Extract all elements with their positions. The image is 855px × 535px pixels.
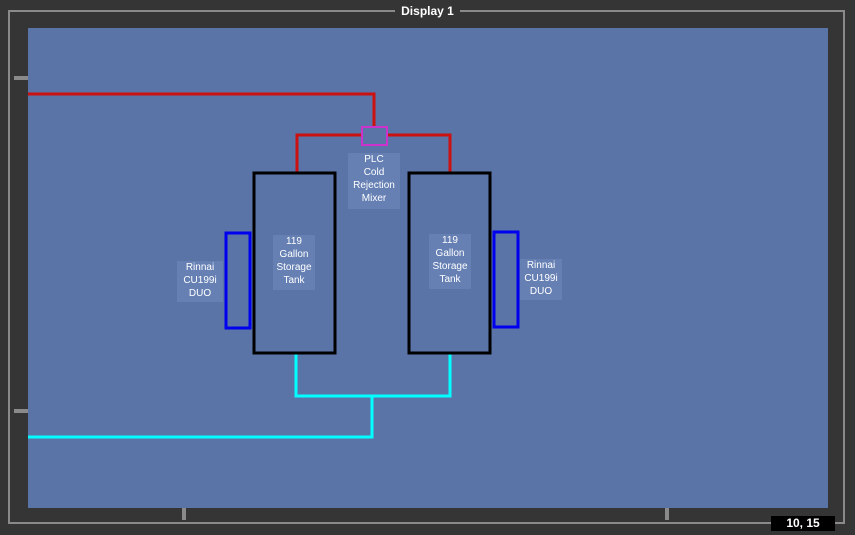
- cold-line-tanks[interactable]: [294, 354, 452, 398]
- storage-tank-left[interactable]: [252, 171, 337, 355]
- mixer-label: PLC Cold Rejection Mixer: [348, 153, 400, 209]
- tank-left-label: 119 Gallon Storage Tank: [273, 235, 315, 290]
- cold-supply-line[interactable]: [28, 396, 374, 439]
- title-bar: Display 1: [0, 2, 855, 20]
- window-title: Display 1: [395, 2, 460, 20]
- mixer-valve[interactable]: [361, 126, 388, 146]
- heater-left-label: Rinnai CU199i DUO: [177, 261, 223, 302]
- left-tick-bottom: [14, 409, 28, 413]
- tank-right-label: 119 Gallon Storage Tank: [429, 234, 471, 289]
- heater-right-label: Rinnai CU199i DUO: [520, 259, 562, 300]
- hot-line-left-tank[interactable]: [295, 133, 362, 172]
- water-heater-right[interactable]: [492, 230, 520, 329]
- coordinate-readout: 10, 15: [771, 516, 835, 531]
- hot-water-lines: [28, 92, 452, 172]
- water-heater-left[interactable]: [224, 231, 252, 330]
- bottom-tick-left: [182, 508, 186, 520]
- hot-line-right-tank[interactable]: [387, 133, 452, 172]
- cold-water-lines: [28, 354, 452, 439]
- diagram-canvas: [28, 28, 828, 508]
- hot-supply-line[interactable]: [28, 92, 376, 128]
- bottom-tick-right: [665, 508, 669, 520]
- storage-tank-right[interactable]: [407, 171, 492, 355]
- left-tick-top: [14, 76, 28, 80]
